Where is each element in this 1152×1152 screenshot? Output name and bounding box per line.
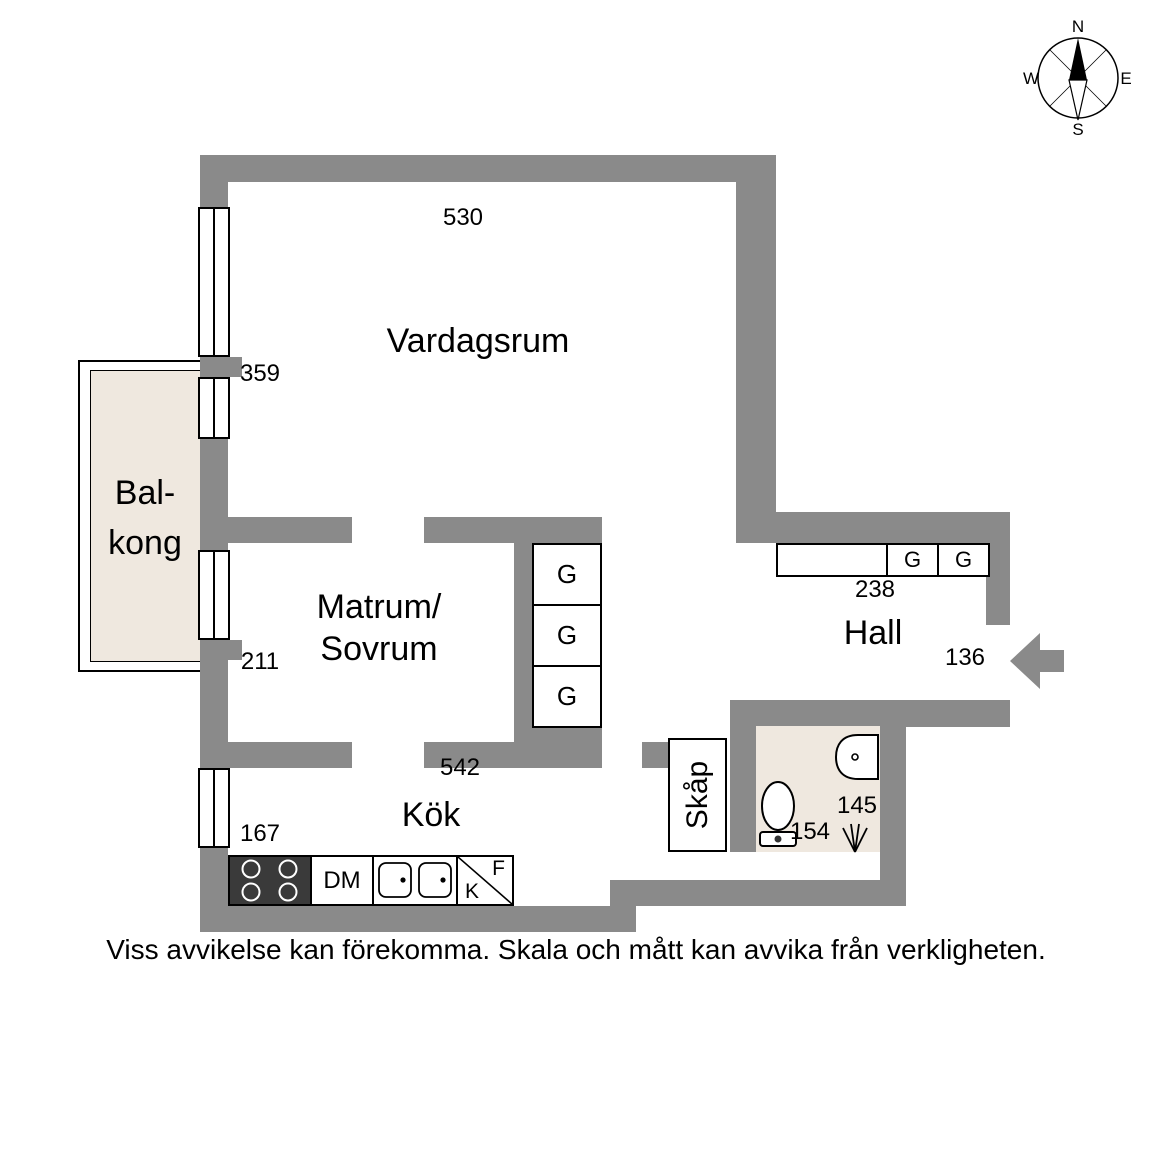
hall-wardrobe-cell: G [886,545,937,575]
wardrobe-label: G [903,547,922,572]
dimension-vardagsrum-window: 359 [239,360,281,387]
wardrobe-label: G [556,559,578,589]
shower-icon [840,820,870,854]
wall-segment [200,155,776,182]
balcony-floor [90,370,204,662]
room-label-vardagsrum: Vardagsrum [386,322,570,360]
wardrobe-cell: G [534,604,600,665]
window-kok [198,768,230,848]
dimension-matrum-window: 211 [240,648,280,675]
stove-icon [228,855,312,906]
diagonal-divider-icon [458,857,512,904]
wall-segment [636,880,904,906]
f-label: F [492,857,505,880]
room-label-balkong: Bal- kong [84,468,206,568]
wardrobe-cell: G [534,665,600,726]
disclaimer-text: Viss avvikelse kan förekomma. Skala och … [106,934,1046,965]
dimension-kok-window: 167 [239,820,281,847]
wall-segment [730,700,756,852]
compass-needle-north [1069,38,1087,80]
dimension-hall-entry: 136 [944,644,986,671]
skap-label: Skåp [680,760,714,830]
wardrobe-label: G [954,547,973,572]
wall-segment [514,728,602,768]
room-label-hall: Hall [843,614,903,652]
wardrobe-cell: G [534,545,600,604]
wall-segment [424,517,602,543]
toilet-icon [756,778,800,850]
compass-s-label: S [1072,120,1083,136]
wall-segment [200,640,228,768]
compass-w-label: W [1023,69,1039,88]
dimension-hall-width: 238 [854,576,896,603]
compass-n-label: N [1072,17,1084,36]
wall-segment [228,517,352,543]
room-label-matrum-line2: Sovrum [320,630,438,668]
room-label-matrum: Matrum/ Sovrum [258,586,500,670]
wall-segment [200,155,228,207]
dimension-matrum-width: 542 [439,754,481,781]
wall-segment [776,512,1010,543]
kitchen-sink-icon [372,855,458,906]
hall-shelf-cell [778,545,886,575]
wall-segment [904,700,1010,727]
dm-label: DM [323,866,361,894]
wall-segment [514,543,532,728]
room-label-kok: Kök [401,796,461,834]
window-matrum [198,550,230,640]
room-label-matrum-line1: Matrum/ [316,588,442,626]
wall-segment [610,880,636,932]
compass-e-label: E [1120,69,1131,88]
wall-segment [200,439,228,550]
balcony-door [198,377,230,439]
room-label-balkong-line2: kong [108,524,182,562]
skap-cabinet: Skåp [668,738,727,852]
wall-segment [880,700,906,906]
wall-segment [200,640,242,660]
wall-segment [736,155,776,543]
wall-segment [642,742,670,768]
wall-segment [200,848,228,932]
room-label-balkong-line1: Bal- [114,474,176,512]
bathroom-sink-icon [834,732,880,782]
dimension-bath-depth: 154 [789,818,831,845]
entry-arrow-icon [1006,626,1068,696]
compass-rose: N E S W [1018,16,1138,139]
compass-needle-south [1068,79,1088,121]
dimension-vardagsrum-width: 530 [442,204,484,231]
balcony [78,360,206,672]
wardrobe-column: G G G [532,543,602,728]
wall-segment [986,543,1010,625]
hall-wardrobe-row: G G [776,543,990,577]
wardrobe-label: G [556,681,578,711]
wall-segment [200,357,242,377]
wall-segment [228,742,352,768]
hall-wardrobe-cell: G [937,545,988,575]
dishwasher-box: DM [310,855,374,906]
window-vardagsrum [198,207,230,357]
wall-segment [200,906,636,932]
fridge-freezer-box: F K [456,855,514,906]
k-label: K [465,880,480,903]
wardrobe-label: G [556,620,578,650]
dimension-bath-width: 145 [836,792,878,819]
wall-segment [424,742,514,768]
